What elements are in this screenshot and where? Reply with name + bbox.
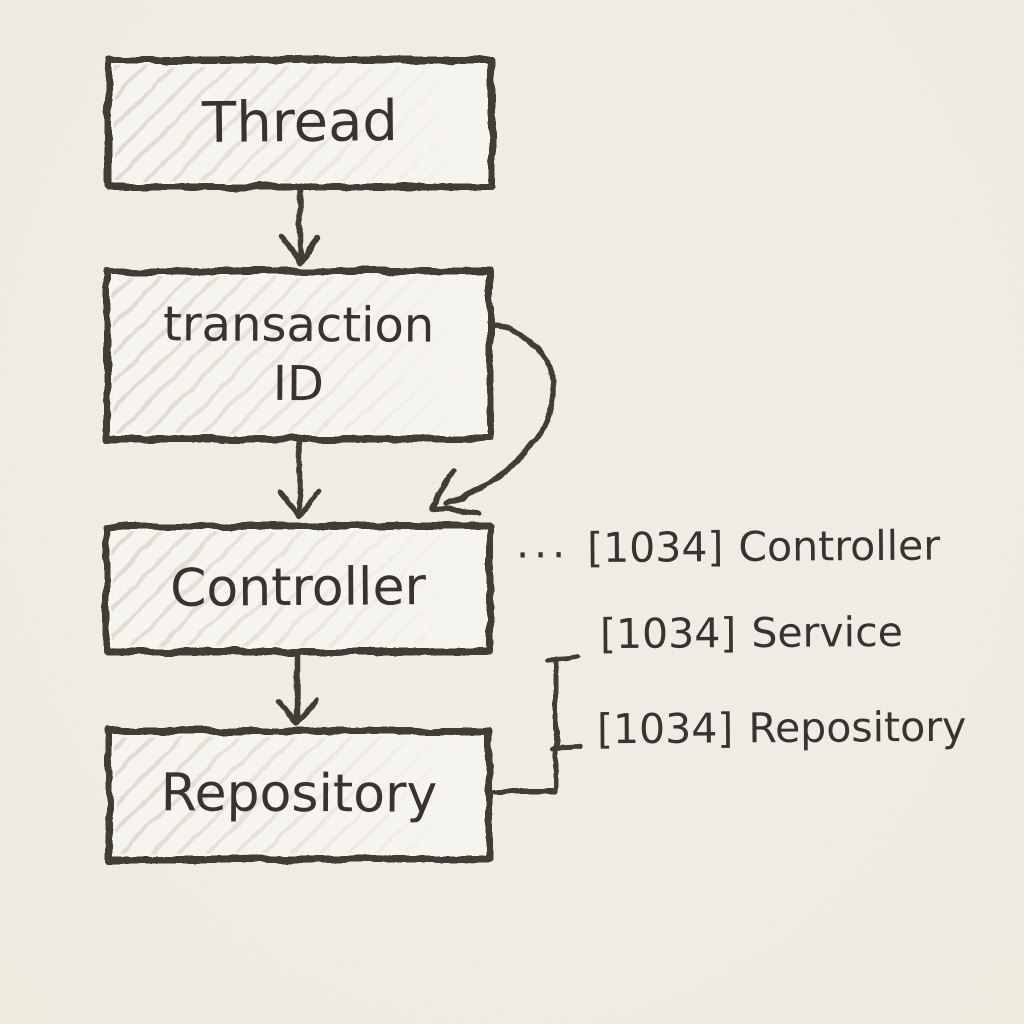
log-thread-id-tag: [1034] (599, 609, 737, 659)
log-layer-name: Controller (738, 521, 941, 571)
node-controller-box (102, 522, 494, 656)
node-repository-box (105, 727, 493, 863)
node-controller-label: Controller (106, 525, 491, 654)
log-thread-id-tag: [1034] (586, 523, 724, 572)
node-repository-label: Repository (109, 730, 490, 860)
node-transaction-id-label: transaction ID (107, 270, 491, 440)
log-thread-id-tag: [1034] (596, 704, 734, 754)
arrow-controller-to-repository (275, 651, 319, 727)
node-transaction-id-text-line1: transaction (162, 296, 435, 355)
node-thread-text: Thread (201, 89, 399, 157)
node-controller-text: Controller (169, 557, 427, 620)
curved-arrow-transaction-id-to-controller (428, 323, 556, 516)
node-repository-text: Repository (160, 763, 438, 826)
node-thread-box (104, 56, 496, 191)
log-layer-name: Service (751, 607, 904, 658)
arrow-thread-to-transaction-id (278, 187, 322, 265)
node-thread-label: Thread (107, 58, 492, 189)
bracket-connector-repository-to-log (491, 655, 584, 794)
log-layer-name: Repository (748, 702, 967, 753)
node-transaction-id-text-line2: ID (272, 355, 325, 413)
log-ellipsis: ... (515, 519, 571, 568)
arrow-transaction-id-to-controller (277, 439, 321, 519)
log-line-repository: [1034] Repository (596, 702, 967, 754)
node-transaction-id-box (103, 267, 494, 443)
log-line-controller: ... [1034] Controller (515, 519, 941, 572)
log-line-service: [1034] Service (599, 607, 904, 659)
